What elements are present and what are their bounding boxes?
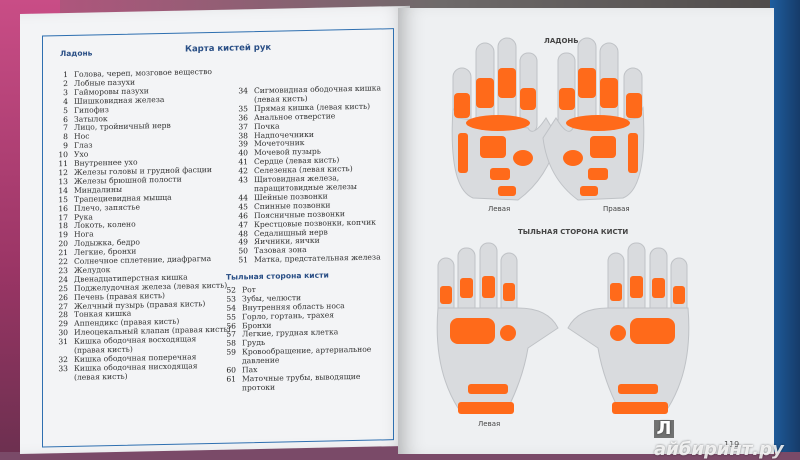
watermark: Лайбиринт.ру xyxy=(654,418,800,460)
palm-left-label: Левая xyxy=(488,205,511,213)
legend-number: 51 xyxy=(238,255,248,265)
right-page: ЛАДОНЬ Левая Правая ТЫЛЬНАЯ СТОРОНА КИСТ… xyxy=(398,8,774,454)
back-right-zones xyxy=(610,276,685,414)
page-title: Карта кистей рук xyxy=(185,42,272,55)
back-left-zones xyxy=(440,276,516,414)
palm-left-zones xyxy=(454,68,536,196)
palm-section-heading: Ладонь xyxy=(60,48,93,59)
palm-right-zones xyxy=(559,68,642,196)
hand-map-figure xyxy=(436,37,690,414)
legend-number xyxy=(46,374,74,383)
legend-text: (левая кисть) xyxy=(74,371,128,382)
legend-text: протоки xyxy=(242,382,276,393)
legend-number xyxy=(214,384,242,393)
palm-heading: ЛАДОНЬ xyxy=(544,37,579,45)
back-heading: ТЫЛЬНАЯ СТОРОНА КИСТИ xyxy=(518,228,629,236)
watermark-logo-icon: Л xyxy=(654,420,674,438)
page-number: 119 xyxy=(724,440,740,449)
back-section-heading: Тыльная сторона кисти xyxy=(226,270,329,282)
palm-right-label: Правая xyxy=(603,205,630,213)
book-cover-edge xyxy=(770,0,800,452)
back-left-label: Левая xyxy=(478,420,501,428)
watermark-text: айбиринт.ру xyxy=(654,439,784,460)
